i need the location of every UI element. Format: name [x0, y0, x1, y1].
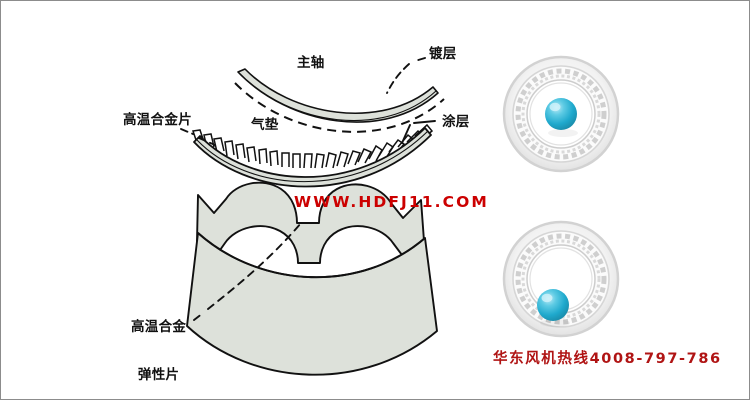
label-elastic-alloy-foil-line2: 弹性片 [137, 366, 180, 383]
label-coating-layer: 涂层 [442, 114, 470, 130]
air-cushion-dashed-line [234, 82, 445, 133]
watermark-text: WWW.HDFJ11.COM [294, 193, 489, 211]
hotline-text: 华东风机热线4008-797-786 [493, 351, 722, 367]
main-shaft-arc [237, 68, 439, 123]
bearing-concentric [502, 55, 620, 173]
label-air-cushion: 气垫 [251, 117, 279, 133]
label-elastic-alloy-foil: 高温合金 弹性片 [131, 288, 187, 399]
label-alloy-foil: 高温合金片 [123, 112, 192, 128]
label-plating-layer: 镀层 [429, 46, 457, 62]
bearing-eccentric [502, 220, 620, 338]
alloy-foil-layer [192, 123, 434, 188]
shaft-sphere [537, 289, 570, 327]
label-elastic-alloy-foil-line1: 高温合金 [131, 318, 187, 335]
leader-lines [180, 57, 436, 321]
elastic-foil-base-block [186, 232, 438, 376]
shaft-sphere [545, 98, 578, 137]
label-main-shaft: 主轴 [297, 55, 325, 71]
